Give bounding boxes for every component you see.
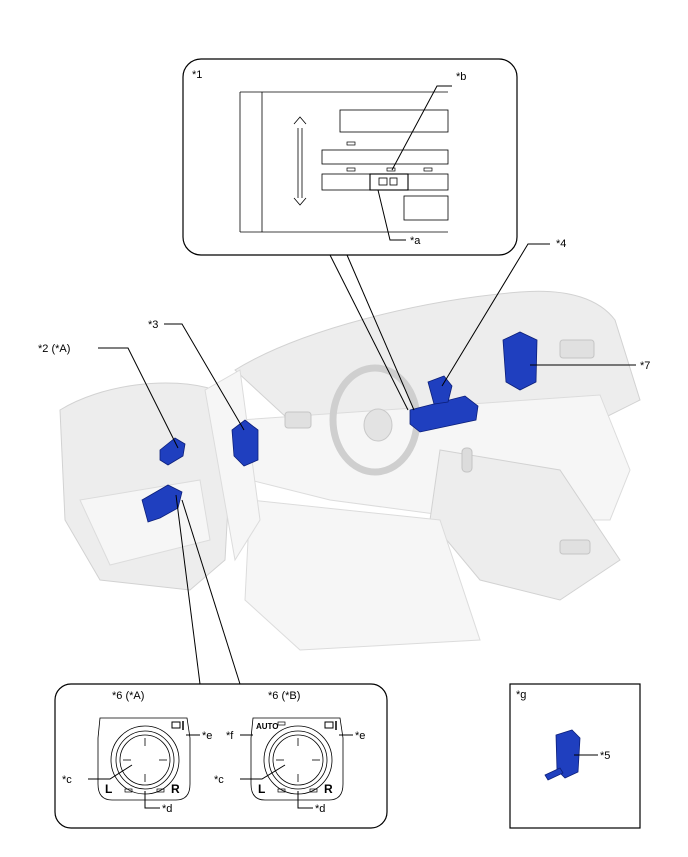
label-6a: *6 (*A) [112,690,144,702]
label-e1: *e [202,730,212,742]
arrow-down-icon [293,197,307,206]
label-2: *2 (*A) [38,343,70,355]
leader-b [391,85,452,171]
part-2-window-switch [159,437,186,466]
switch-b-body [250,717,344,801]
switch-b-led-right [309,788,318,793]
switch-b-ring-inner [272,734,324,786]
shift-lever [461,447,473,473]
panel-switch-icon-1 [378,177,388,186]
steering-hub [363,408,393,442]
left-vent [284,411,312,429]
door-panel [59,382,231,591]
switch-b-ring-mid [268,730,328,790]
label-c1: *c [62,774,72,786]
panel-display [339,109,449,133]
callout-1-leader-left [329,254,409,411]
part-5-bracket [544,767,564,781]
panel-switch-a [369,173,409,191]
panel-led-3 [423,167,433,172]
part-3-ecu [231,419,259,467]
label-7: *7 [640,360,650,372]
label-g: *g [516,689,526,701]
label-e2: *e [355,730,365,742]
part-4-bracket [427,375,453,405]
label-c2: *c [214,774,224,786]
label-5: *5 [600,750,610,762]
callout-1-frame [182,58,518,256]
switch-b-led-left [277,788,286,793]
vehicle-interior-illustration [59,290,641,651]
panel-lower-slot [403,195,449,221]
leader-a [377,189,406,241]
label-6b: *6 (*B) [268,690,300,702]
leader-d2 [297,791,313,809]
switch-a-led-right [156,788,165,793]
switch-a-ring-inner [119,734,171,786]
label-3: *3 [148,319,158,331]
switch-a-left-mark: L [105,782,112,796]
label-a: *a [410,235,421,247]
leader-3 [164,323,245,431]
leader-d1 [144,791,160,809]
leader-4 [441,243,550,387]
highlighted-parts [141,331,538,523]
switch-b-auto-mark: AUTO [256,722,279,731]
label-1: *1 [192,69,202,81]
callout-6-switches: *6 (*A) *6 (*B) L R *e *c *d [54,683,388,829]
switch-a-ring-mid [115,730,175,790]
panel-led-b [386,167,396,172]
switch-a-led-left [124,788,133,793]
mirror-fold-icon [171,721,181,729]
a-pillar [204,369,261,562]
switch-b-right-mark: R [324,782,333,796]
label-f: *f [226,730,234,742]
center-module-assembly [409,395,479,433]
switch-a-body [97,717,191,801]
panel-led-1 [346,141,356,146]
panel-led-2 [346,167,356,172]
leader-6-left [175,494,201,685]
floor [244,499,481,651]
arrow-up-icon [293,116,307,125]
label-4: *4 [556,238,566,250]
leader-2 [98,347,179,449]
mirror-fold-icon [324,721,334,729]
rear-vent [559,539,591,555]
switch-a-right-mark: R [171,782,180,796]
leader-c2 [240,764,286,780]
panel-button-row-1 [321,149,449,165]
label-d2: *d [315,803,325,815]
climate-panel-drawing [239,91,449,233]
switch-b-auto-led [277,721,286,726]
right-vent [559,339,595,359]
callout-6-frame [54,683,388,829]
switch-b-left-mark: L [258,782,265,796]
callout-1-panel: *1 *a *b [182,58,518,411]
callout-1-leader-right [346,254,415,411]
label-d1: *d [162,803,172,815]
callout-g-box: *g *5 [509,683,641,829]
part-7-ecu [502,331,538,391]
leader-c1 [88,764,133,780]
panel-switch-icon-2 [389,177,398,186]
main-callouts: *2 (*A) *3 *4 *7 [38,238,650,685]
leader-6-right [181,499,241,685]
mirror-switch-a: L R [97,717,191,801]
label-b: *b [456,71,466,83]
